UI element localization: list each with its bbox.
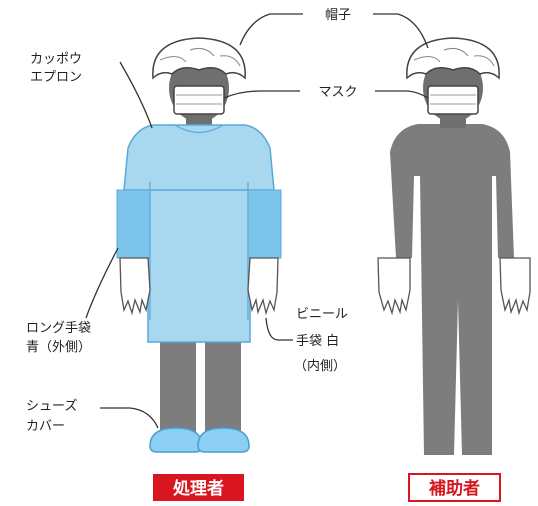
handler-right-leg bbox=[205, 335, 241, 435]
handler-left-shoe-cover bbox=[149, 427, 203, 453]
role-tag-assistant: 補助者 bbox=[408, 473, 501, 502]
assistant-left-vinyl-glove bbox=[377, 257, 411, 316]
label-vinyl-glove-line2: 手袋 白 bbox=[296, 333, 339, 349]
role-assistant-text: 補助者 bbox=[428, 478, 480, 499]
label-shoe-cover-line1: シューズ bbox=[26, 398, 77, 414]
handler-right-vinyl-glove bbox=[247, 257, 279, 316]
assistant-figure bbox=[377, 37, 531, 455]
label-cap: 帽子 bbox=[325, 7, 351, 23]
handler-figure bbox=[116, 37, 282, 453]
assistant-right-vinyl-glove bbox=[499, 257, 531, 316]
label-long-glove-line1: ロング手袋 bbox=[26, 321, 91, 336]
label-apron-line2: エプロン bbox=[30, 70, 82, 85]
handler-right-shoe-cover bbox=[197, 427, 250, 453]
label-vinyl-glove-line1: ビニール bbox=[296, 307, 348, 322]
label-long-glove-line2: 青（外側） bbox=[26, 340, 91, 355]
handler-mask bbox=[173, 85, 225, 115]
role-handler-text: 処理者 bbox=[172, 478, 224, 499]
leader-lines bbox=[85, 13, 429, 429]
label-vinyl-glove-line3: （内側） bbox=[294, 358, 346, 374]
assistant-mask bbox=[427, 85, 479, 115]
label-mask: マスク bbox=[318, 85, 357, 100]
label-shoe-cover-line2: カバー bbox=[26, 419, 65, 434]
assistant-cap bbox=[406, 37, 500, 80]
handler-left-vinyl-glove bbox=[119, 257, 151, 316]
handler-left-long-glove bbox=[116, 189, 151, 259]
label-apron-line1: カッポウ bbox=[30, 52, 82, 67]
role-tag-handler: 処理者 bbox=[153, 474, 244, 501]
assistant-body bbox=[390, 124, 514, 455]
handler-left-leg bbox=[160, 335, 196, 435]
handler-cap bbox=[152, 37, 246, 80]
handler-right-long-glove bbox=[247, 189, 282, 259]
